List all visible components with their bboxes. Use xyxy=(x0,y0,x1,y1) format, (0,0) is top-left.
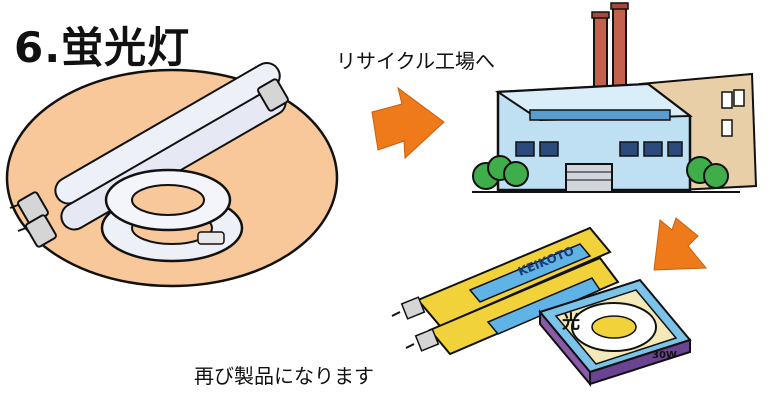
arrow-right-icon xyxy=(371,86,445,160)
box-brand-label: 光 xyxy=(561,311,580,333)
tree-icon xyxy=(472,155,729,190)
lamp-box-icon: 光 30W xyxy=(538,278,692,387)
arrow-down-left-icon xyxy=(653,217,708,271)
caption-to-factory: リサイクル工場へ xyxy=(336,49,495,73)
fluorescent-tube-icon xyxy=(9,62,289,248)
factory-icon xyxy=(472,2,758,194)
recycled-products-group: KEIKOTO 光 30W xyxy=(391,226,692,387)
caption-back-to-products: 再び製品になります xyxy=(194,364,374,388)
fluorescent-lamps-group xyxy=(5,62,339,288)
box-wattage-label: 30W xyxy=(652,350,677,361)
page-title: 6.蛍光灯 xyxy=(14,23,191,72)
circular-lamp-icon xyxy=(100,168,244,263)
